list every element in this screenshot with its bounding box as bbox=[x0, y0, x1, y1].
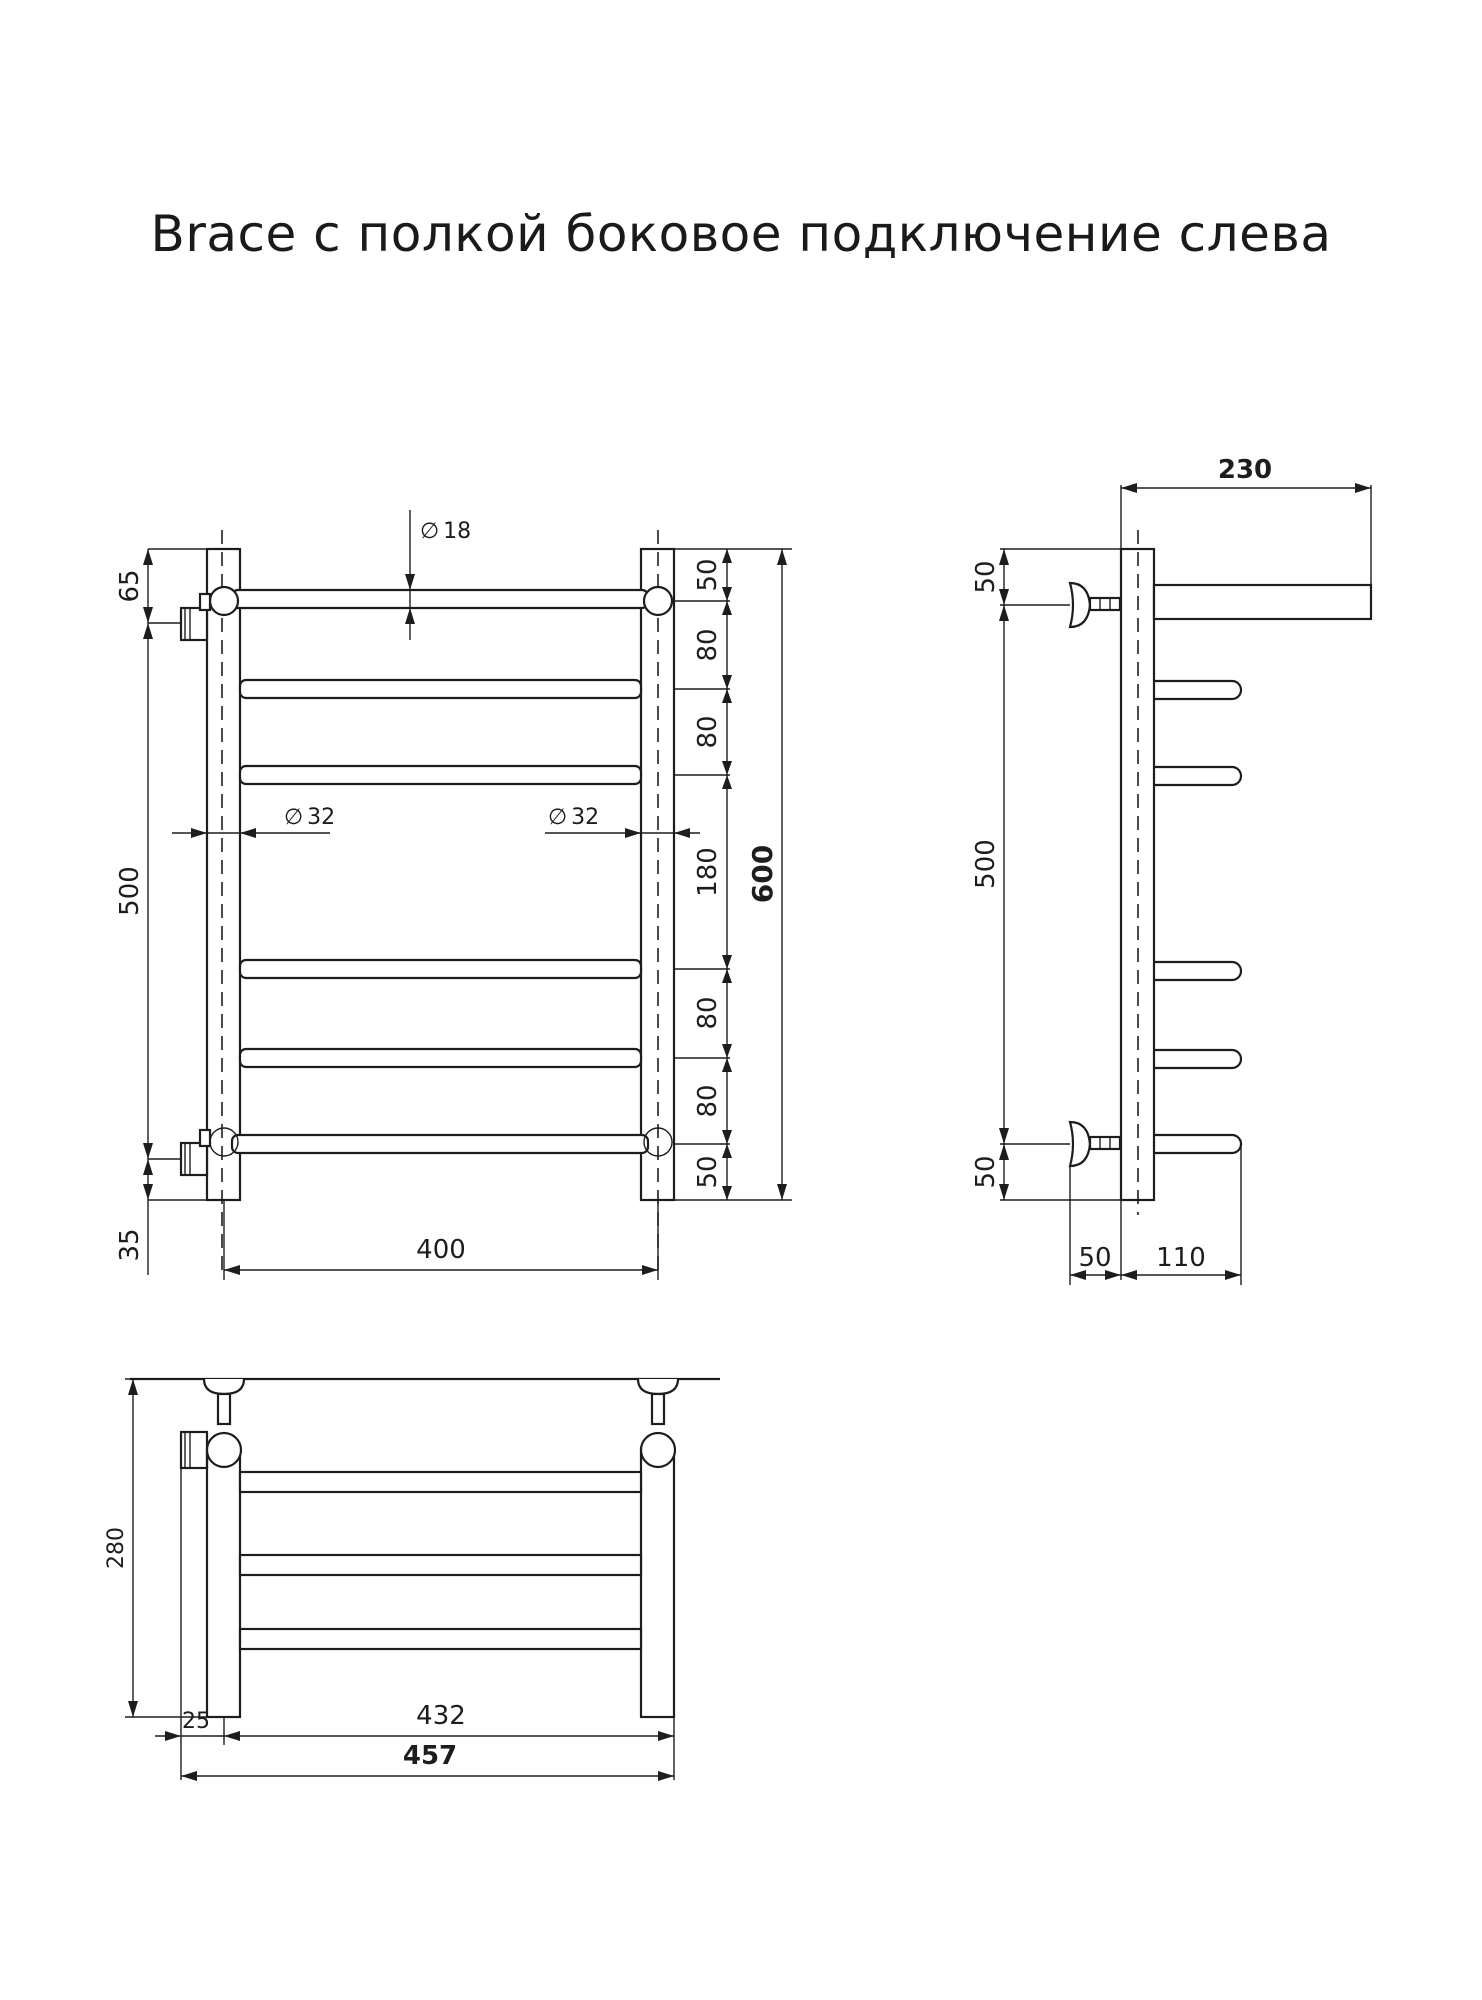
dim-top-offset: 65 bbox=[115, 569, 145, 602]
top-flange-left bbox=[202, 1378, 246, 1396]
top-post-left bbox=[205, 1446, 242, 1719]
left-post bbox=[205, 547, 242, 1202]
post-diameter-left-label: ∅32 bbox=[284, 805, 335, 830]
rail-3 bbox=[238, 764, 643, 786]
side-dim-top: 50 bbox=[971, 560, 1001, 593]
joint-top-right bbox=[642, 585, 674, 617]
joint-top-left bbox=[208, 585, 240, 617]
spacing-5: 80 bbox=[693, 996, 723, 1029]
spacing-6: 80 bbox=[693, 1084, 723, 1117]
rail-2 bbox=[238, 678, 643, 700]
top-rail-1 bbox=[238, 1470, 643, 1494]
side-view: 230 bbox=[971, 455, 1373, 1285]
top-rail-2 bbox=[238, 1553, 643, 1577]
top-dim-depth: 280 bbox=[104, 1527, 129, 1569]
rail-1 bbox=[230, 588, 650, 610]
spacing-7: 50 bbox=[693, 1155, 723, 1188]
side-rail-1 bbox=[1154, 679, 1243, 701]
dim-width: 400 bbox=[416, 1235, 466, 1265]
rails bbox=[230, 588, 650, 1155]
top-flange-right bbox=[636, 1378, 680, 1396]
dim-total-height: 600 bbox=[746, 845, 779, 903]
side-rail-3 bbox=[1154, 960, 1243, 982]
rail-5 bbox=[238, 1047, 643, 1069]
dim-bottom-offset: 35 bbox=[115, 1228, 145, 1261]
dim-center-distance: 500 bbox=[115, 866, 145, 916]
side-dim-rail-depth: 110 bbox=[1156, 1243, 1206, 1273]
top-post-right bbox=[639, 1446, 676, 1719]
side-dim-center: 500 bbox=[971, 839, 1001, 889]
wall-mount-top bbox=[1068, 581, 1122, 629]
post-diameter-right-label: ∅32 bbox=[548, 805, 599, 830]
top-view: 280 25 432 457 bbox=[104, 1377, 720, 1781]
drawing-title: Brace с полкой боковое подключение слева bbox=[150, 205, 1332, 263]
top-dim-inner-width: 432 bbox=[416, 1701, 466, 1731]
top-rail-3 bbox=[238, 1627, 643, 1651]
rail-6 bbox=[230, 1133, 650, 1155]
spacing-3: 80 bbox=[693, 715, 723, 748]
side-rail-4 bbox=[1154, 1048, 1243, 1070]
spacing-4: 180 bbox=[693, 847, 723, 897]
inlet-fitting-top bbox=[179, 592, 212, 642]
inlet-fitting-bottom bbox=[179, 1128, 212, 1177]
front-view: 65 500 35 ∅18 ∅32 ∅32 bbox=[115, 510, 792, 1280]
rail-4 bbox=[238, 958, 643, 980]
top-dim-offset: 25 bbox=[182, 1709, 210, 1734]
right-spacing-chain: 50 80 80 180 80 80 50 bbox=[674, 548, 792, 1201]
spacing-2: 80 bbox=[693, 628, 723, 661]
dim-shelf-depth: 230 bbox=[1218, 455, 1272, 485]
side-rail-5 bbox=[1154, 1133, 1243, 1155]
side-rail-2 bbox=[1154, 765, 1243, 787]
side-dim-bottom: 50 bbox=[971, 1155, 1001, 1188]
side-dim-wall-gap: 50 bbox=[1078, 1243, 1111, 1273]
rail-diameter-label: ∅18 bbox=[420, 519, 471, 544]
shelf-bar bbox=[1152, 583, 1373, 621]
spacing-1: 50 bbox=[693, 558, 723, 591]
wall-mount-bottom bbox=[1068, 1120, 1122, 1168]
top-dim-total-width: 457 bbox=[403, 1741, 457, 1771]
joint-bottom-right bbox=[643, 1127, 673, 1157]
